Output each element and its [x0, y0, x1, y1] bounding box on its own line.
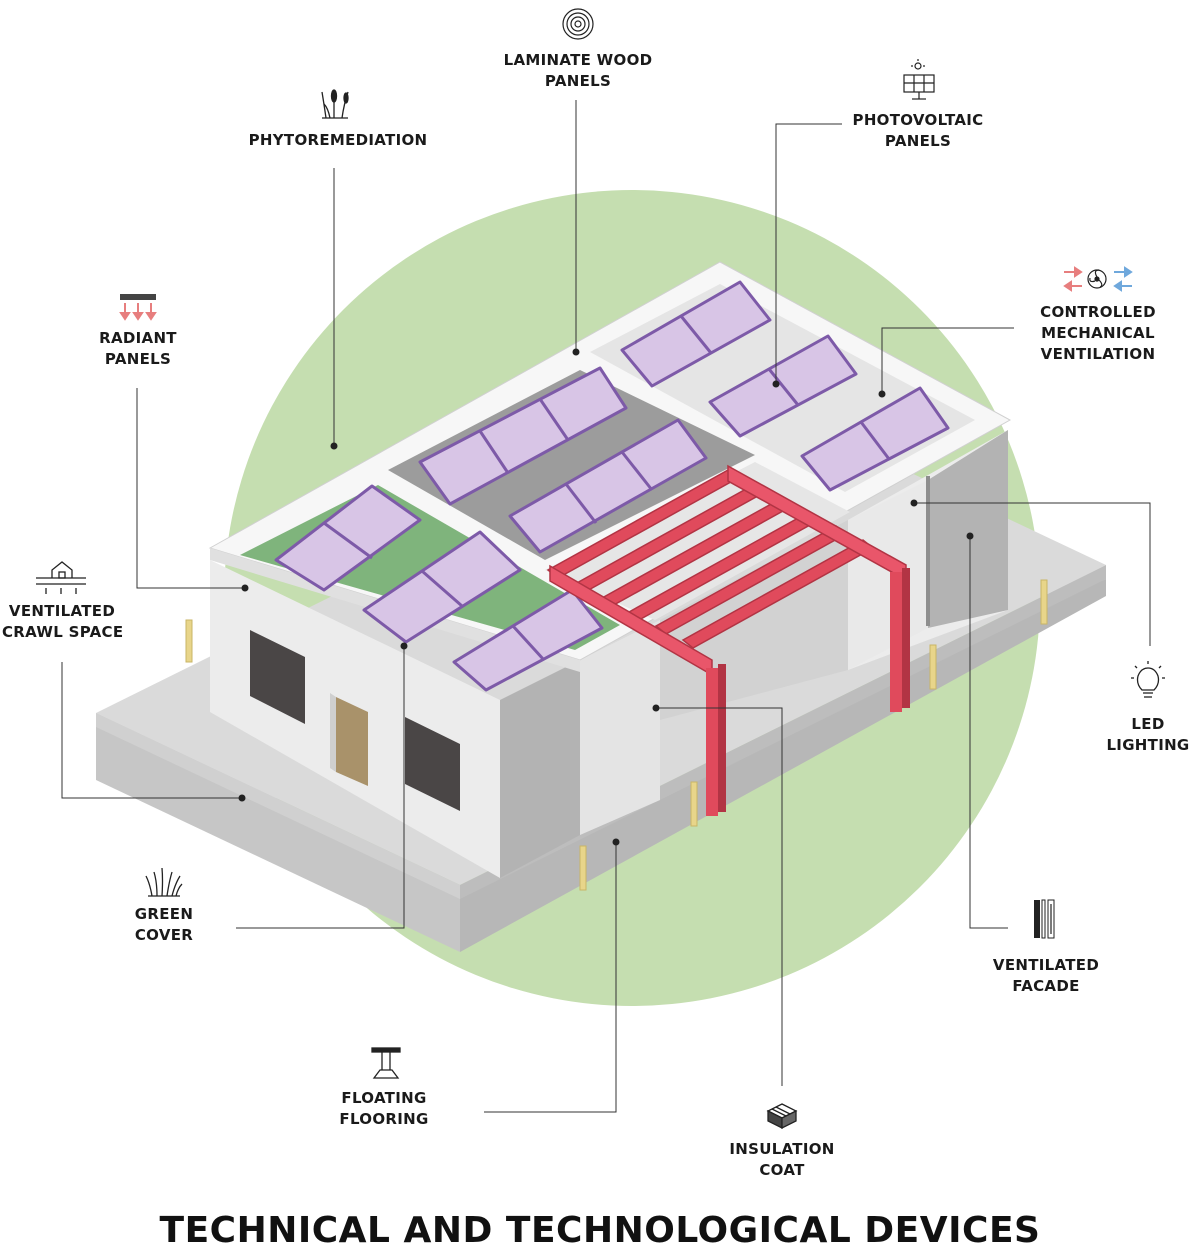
- label-phytoremediation: PHYTOREMEDIATION: [248, 131, 428, 149]
- floor-pedestal-icon: [371, 1047, 401, 1079]
- insulation-cube-icon: [766, 1103, 798, 1130]
- grass-icon: [145, 867, 183, 897]
- fan-arrows-icon: [1063, 266, 1133, 292]
- label-green-cover: GREEN COVER: [134, 905, 194, 944]
- label-laminate-wood-panels: LAMINATE WOOD PANELS: [503, 51, 653, 90]
- solar-panels: [274, 280, 950, 692]
- label-ventilated-crawl-space: VENTILATED CRAWL SPACE: [2, 602, 124, 641]
- reed-plant-icon: [321, 89, 349, 119]
- leader-lines: [61, 100, 1151, 1113]
- facade-layers-icon: [1034, 899, 1055, 939]
- house-ground-icon: [36, 561, 86, 594]
- wood-rings-icon: [562, 8, 594, 40]
- label-ventilated-facade: VENTILATED FACADE: [992, 956, 1100, 995]
- light-bulb-icon: [1131, 661, 1165, 698]
- label-photovoltaic-panels: PHOTOVOLTAIC PANELS: [852, 111, 984, 150]
- label-insulation-coat: INSULATION COAT: [729, 1140, 835, 1179]
- leader-dots: [238, 348, 974, 846]
- page-title: TECHNICAL AND TECHNOLOGICAL DEVICES: [159, 1210, 1041, 1251]
- radiant-heat-icon: [119, 294, 157, 321]
- building-right-block: [848, 430, 1008, 670]
- solar-panel-icon: [903, 59, 935, 100]
- label-floating-flooring: FLOATING FLOORING: [339, 1089, 429, 1128]
- pergola: [546, 464, 910, 816]
- support-posts: [185, 579, 1048, 891]
- label-controlled-mechanical-ventilation: CONTROLLED MECHANICAL VENTILATION: [1040, 303, 1156, 363]
- label-led-lighting: LED LIGHTING: [1106, 715, 1190, 754]
- label-radiant-panels: RADIANT PANELS: [99, 329, 177, 368]
- windows-door: [250, 630, 460, 811]
